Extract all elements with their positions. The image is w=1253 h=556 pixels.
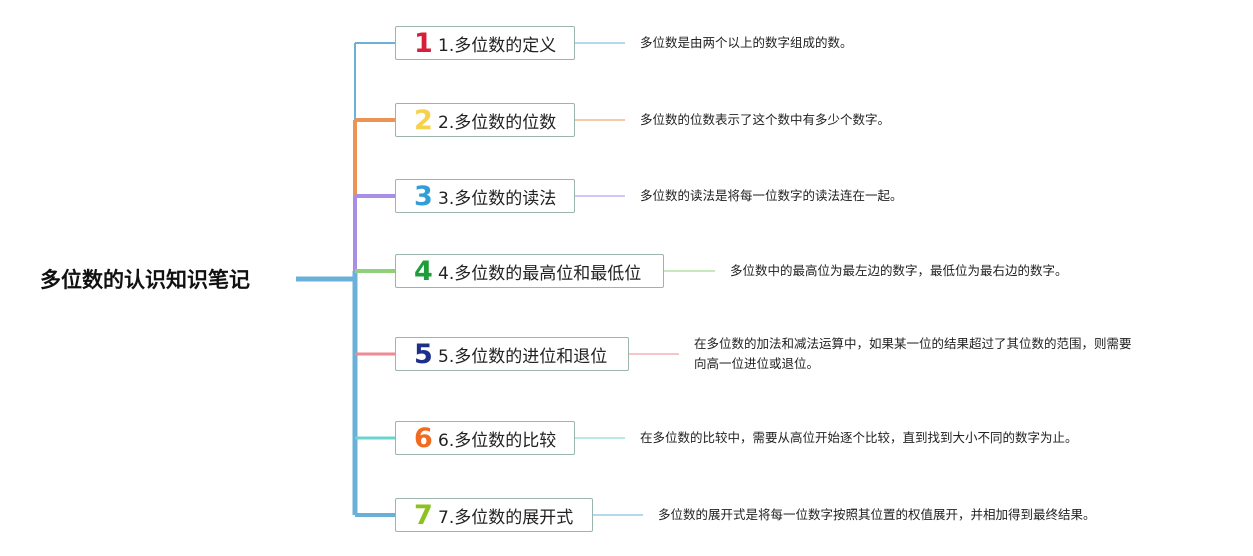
branch-title-1: 1.多位数的定义: [438, 35, 557, 56]
branch-description-6[interactable]: 在多位数的比较中，需要从高位开始逐个比较，直到找到大小不同的数字为止。: [640, 428, 1078, 448]
number-icon-3: 3: [414, 180, 433, 212]
branch-description-2[interactable]: 多位数的位数表示了这个数中有多少个数字。: [640, 110, 890, 130]
description-line: 多位数中的最高位为最左边的数字，最低位为最右边的数字。: [730, 263, 1068, 278]
branch-description-3[interactable]: 多位数的读法是将每一位数字的读法连在一起。: [640, 186, 903, 206]
description-line: 向高一位进位或退位。: [694, 356, 820, 371]
branch-description-1[interactable]: 多位数是由两个以上的数字组成的数。: [640, 33, 853, 53]
description-line: 多位数的展开式是将每一位数字按照其位置的权值展开，并相加得到最终结果。: [658, 507, 1096, 522]
branch-title-7: 7.多位数的展开式: [438, 507, 574, 528]
branch-title-3: 3.多位数的读法: [438, 188, 557, 209]
branch-title-4: 4.多位数的最高位和最低位: [438, 263, 642, 284]
number-icon-1: 1: [414, 27, 433, 59]
description-line: 多位数的读法是将每一位数字的读法连在一起。: [640, 188, 903, 203]
number-icon-2: 2: [414, 104, 433, 136]
branch-description-7[interactable]: 多位数的展开式是将每一位数字按照其位置的权值展开，并相加得到最终结果。: [658, 505, 1096, 525]
number-icon-5: 5: [414, 338, 433, 370]
number-icon-4: 4: [414, 255, 433, 287]
branch-description-5[interactable]: 在多位数的加法和减法运算中，如果某一位的结果超过了其位数的范围，则需要向高一位进…: [694, 334, 1132, 374]
branch-title-6: 6.多位数的比较: [438, 430, 557, 451]
root-topic[interactable]: 多位数的认识知识笔记: [40, 268, 250, 292]
number-icon-6: 6: [414, 422, 433, 454]
branch-title-2: 2.多位数的位数: [438, 112, 557, 133]
number-icon-7: 7: [414, 499, 433, 531]
branch-description-4[interactable]: 多位数中的最高位为最左边的数字，最低位为最右边的数字。: [730, 261, 1068, 281]
description-line: 在多位数的加法和减法运算中，如果某一位的结果超过了其位数的范围，则需要: [694, 336, 1132, 351]
description-line: 在多位数的比较中，需要从高位开始逐个比较，直到找到大小不同的数字为止。: [640, 430, 1078, 445]
description-line: 多位数的位数表示了这个数中有多少个数字。: [640, 112, 891, 127]
description-line: 多位数是由两个以上的数字组成的数。: [640, 35, 853, 50]
branch-title-5: 5.多位数的进位和退位: [438, 346, 608, 367]
